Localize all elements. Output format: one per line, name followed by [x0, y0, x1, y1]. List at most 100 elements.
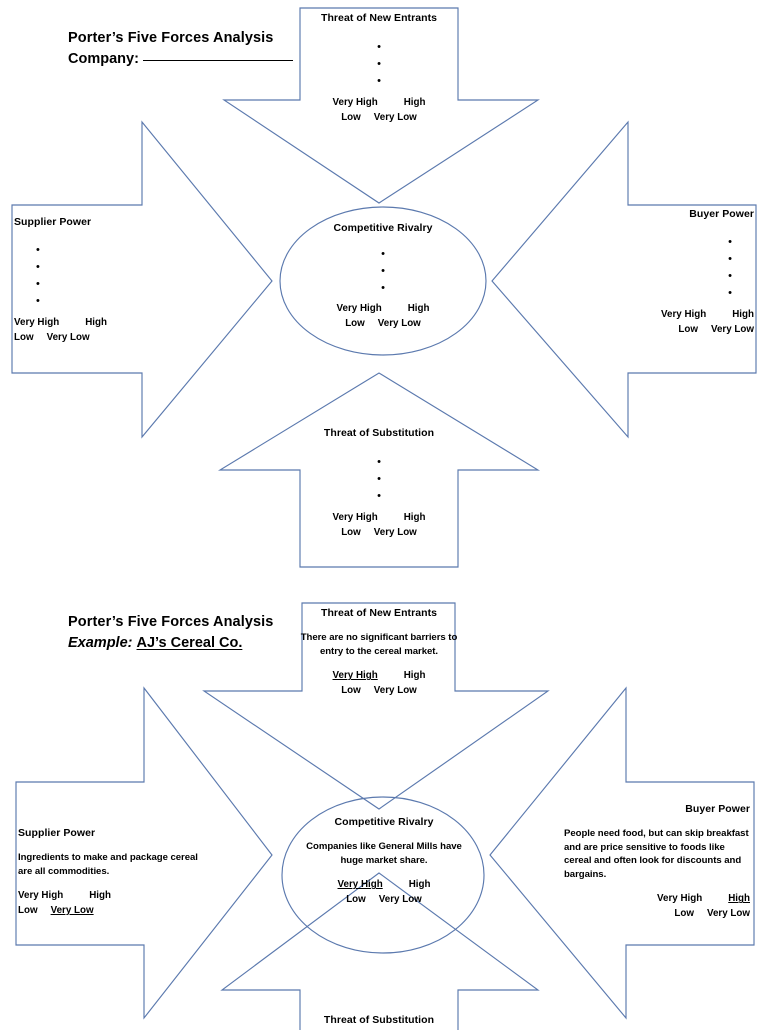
force-body-text: Companies like General Mills have huge m… — [306, 841, 462, 866]
bullet-item[interactable] — [14, 293, 154, 310]
bullet-item[interactable] — [14, 276, 154, 293]
arrow-shape-left-body — [16, 688, 272, 1018]
rating-option-very-high[interactable]: Very High — [18, 890, 64, 902]
rating-scale[interactable]: Very High High Low Very Low — [564, 892, 750, 921]
rating-option-very-low[interactable]: Very Low — [377, 317, 421, 329]
force-heading: Threat of New Entrants — [320, 607, 438, 619]
rating-option-very-low[interactable]: Very Low — [373, 684, 417, 696]
rating-option-very-low[interactable]: Very Low — [373, 526, 417, 538]
five-forces-arrow-shapes-blank — [0, 0, 768, 590]
center-ellipse — [280, 207, 486, 355]
bullet-item[interactable] — [292, 246, 474, 263]
rating-scale[interactable]: Very High High Low Very Low — [298, 878, 470, 907]
force-bullet-list[interactable] — [292, 246, 474, 297]
title-line-2: Example: AJ’s Cereal Co. — [68, 633, 273, 654]
rating-option-high[interactable]: High — [85, 317, 107, 328]
rating-option-high[interactable]: High — [408, 879, 431, 891]
force-bottom-example: Threat of Substitution — [290, 1014, 468, 1027]
rating-option-low[interactable]: Low — [678, 323, 698, 335]
bullet-item[interactable] — [300, 39, 458, 56]
rating-scale[interactable]: Very High High Low Very Low — [14, 316, 154, 345]
force-heading: Supplier Power — [18, 827, 96, 839]
title-line-1: Porter’s Five Forces Analysis — [68, 30, 274, 46]
rating-scale[interactable]: Very High High Low Very Low — [292, 302, 474, 331]
force-heading: Competitive Rivalry — [333, 222, 433, 234]
rating-option-very-high[interactable]: Very High — [332, 670, 378, 682]
rating-option-very-high[interactable]: Very High — [661, 309, 707, 320]
bullet-item[interactable] — [290, 488, 468, 505]
rating-option-very-high[interactable]: Very High — [337, 879, 383, 891]
bullet-item[interactable] — [14, 259, 154, 276]
bullet-item[interactable] — [14, 242, 154, 259]
five-forces-diagram-blank: Porter’s Five Forces Analysis Company: T… — [0, 0, 768, 590]
rating-option-very-low[interactable]: Very Low — [50, 904, 94, 916]
rating-option-low[interactable]: Low — [14, 331, 34, 343]
arrow-shape-top — [224, 8, 538, 203]
rating-option-low[interactable]: Low — [346, 893, 366, 905]
bullet-item[interactable] — [290, 471, 468, 488]
rating-option-high[interactable]: High — [732, 309, 754, 320]
rating-option-very-low[interactable]: Very Low — [710, 323, 754, 335]
company-blank-rule[interactable] — [142, 60, 293, 61]
rating-option-very-high[interactable]: Very High — [14, 317, 60, 328]
rating-option-low[interactable]: Low — [341, 684, 361, 696]
rating-option-high[interactable]: High — [403, 97, 426, 108]
force-body-text: Ingredients to make and package cereal a… — [18, 852, 198, 877]
rating-scale[interactable]: Very High High Low Very Low — [18, 889, 198, 918]
rating-option-high[interactable]: High — [407, 303, 430, 314]
bullet-item[interactable] — [292, 263, 474, 280]
rating-scale[interactable]: Very High High Low Very Low — [290, 511, 468, 540]
rating-scale[interactable]: Very High High Low Very Low — [294, 669, 464, 698]
rating-option-high[interactable]: High — [728, 893, 750, 905]
bullet-item[interactable] — [614, 285, 754, 302]
force-bullet-list[interactable] — [300, 39, 458, 90]
bullet-item[interactable] — [290, 454, 468, 471]
rating-option-low[interactable]: Low — [345, 317, 365, 329]
bullet-item[interactable] — [614, 234, 754, 251]
bullet-item[interactable] — [300, 56, 458, 73]
center-ellipse — [282, 797, 484, 953]
force-bottom-blank: Threat of Substitution Very High High Low… — [290, 427, 468, 540]
arrow-shape-right — [490, 688, 754, 1018]
force-body-text: People need food, but can skip breakfast… — [564, 828, 749, 880]
force-bullet-list[interactable] — [614, 234, 754, 302]
rating-option-very-low[interactable]: Very Low — [46, 331, 90, 343]
rating-option-very-low[interactable]: Very Low — [706, 907, 750, 919]
bullet-item[interactable] — [300, 73, 458, 90]
rating-option-very-high[interactable]: Very High — [657, 893, 703, 905]
rating-option-low[interactable]: Low — [341, 111, 361, 123]
five-forces-diagram-example: Porter’s Five Forces Analysis Example: A… — [0, 590, 768, 1024]
rating-option-very-low[interactable]: Very Low — [373, 111, 417, 123]
example-label: Example: — [68, 635, 133, 651]
bullet-item[interactable] — [292, 280, 474, 297]
rating-option-very-high[interactable]: Very High — [332, 512, 378, 523]
arrow-shape-bottom — [222, 873, 538, 1030]
rating-option-high[interactable]: High — [403, 512, 426, 523]
bullet-item[interactable] — [614, 268, 754, 285]
bullet-item[interactable] — [614, 251, 754, 268]
company-label: Company: — [68, 51, 139, 67]
rating-scale[interactable]: Very High High Low Very Low — [300, 96, 458, 125]
example-company-name: AJ’s Cereal Co. — [136, 635, 243, 651]
title-line-1: Porter’s Five Forces Analysis — [68, 614, 274, 630]
rating-option-low[interactable]: Low — [674, 907, 694, 919]
rating-scale[interactable]: Very High High Low Very Low — [614, 308, 754, 337]
force-bullet-list[interactable] — [14, 242, 154, 310]
rating-option-very-high[interactable]: Very High — [332, 97, 378, 108]
rating-option-high[interactable]: High — [403, 670, 426, 682]
rating-option-low[interactable]: Low — [341, 526, 361, 538]
rating-option-high[interactable]: High — [89, 890, 111, 902]
force-right-example: Buyer Power People need food, but can sk… — [564, 803, 750, 921]
rating-option-very-high[interactable]: Very High — [336, 303, 382, 314]
force-heading: Threat of Substitution — [323, 427, 435, 439]
arrow-shape-left — [12, 122, 272, 437]
diagram-title-blank: Porter’s Five Forces Analysis Company: — [68, 28, 293, 70]
force-bullet-list[interactable] — [290, 454, 468, 505]
rating-option-very-low[interactable]: Very Low — [378, 893, 422, 905]
rating-option-low[interactable]: Low — [18, 904, 38, 916]
